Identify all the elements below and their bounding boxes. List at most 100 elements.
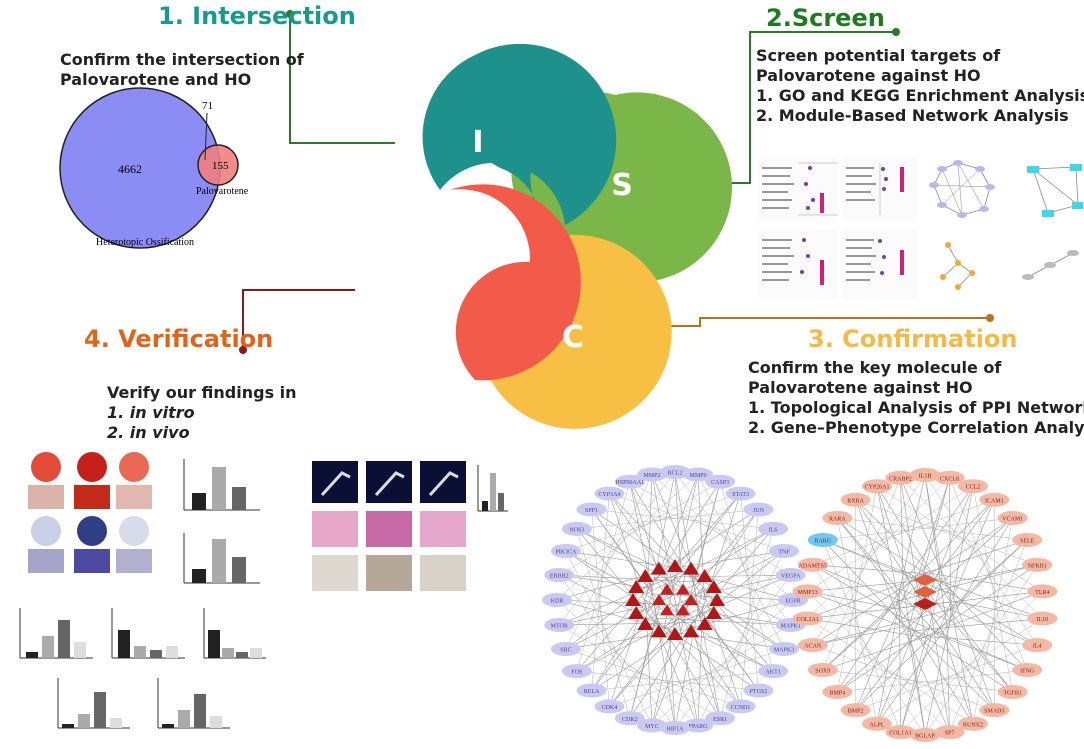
screen-line-1: Screen potential targets of bbox=[756, 46, 1001, 65]
ppi-node-label: ADAMTS5 bbox=[799, 563, 827, 569]
ppi-node-label: IL1B bbox=[919, 474, 932, 480]
ppi-edge bbox=[565, 474, 653, 650]
ppi-node-label: COL1A1 bbox=[889, 731, 911, 737]
ppi-edge bbox=[855, 499, 1038, 566]
ppi-edge bbox=[651, 599, 794, 726]
ppi-edge bbox=[896, 614, 1028, 671]
ppi-edge bbox=[658, 474, 699, 574]
ppi-edge bbox=[907, 539, 1028, 579]
ppi-node bbox=[862, 716, 893, 731]
petal-v bbox=[450, 184, 581, 381]
ppi-edge bbox=[949, 477, 951, 622]
ppi-node bbox=[807, 533, 838, 547]
qpcr-chart-1 bbox=[19, 608, 93, 659]
ppi-edge bbox=[565, 648, 741, 707]
ppi-edge bbox=[576, 528, 631, 719]
ppi-node-label: MAPK1 bbox=[781, 623, 801, 629]
ppi-edge bbox=[691, 626, 721, 719]
ppi-edge bbox=[837, 517, 898, 596]
ppi-edge bbox=[855, 614, 954, 711]
ppi-node-label: CCND1 bbox=[731, 705, 751, 711]
ppi-edge bbox=[899, 588, 901, 733]
ppi-core-node bbox=[650, 624, 667, 638]
ppi-node bbox=[979, 492, 1010, 507]
ppi-node bbox=[683, 718, 714, 733]
ppi-node-label: AKT1 bbox=[765, 670, 780, 676]
ppi-node-label: HSP90AA1 bbox=[615, 480, 644, 486]
ppi-node-label: CDK2 bbox=[622, 717, 638, 723]
ppi-edge bbox=[930, 517, 1013, 574]
ppi-edge bbox=[936, 575, 1028, 671]
module-network-d bbox=[1022, 250, 1079, 280]
ppi-node-label: MYC bbox=[645, 724, 659, 730]
ppi-edge bbox=[556, 599, 699, 726]
ppi-edge bbox=[703, 509, 759, 594]
ppi-edge bbox=[907, 477, 950, 632]
alp-staining-row bbox=[28, 516, 152, 573]
ppi-node-label: CYP26A1 bbox=[864, 485, 889, 491]
screen-line-4: 2. Module-Based Network Analysis bbox=[756, 106, 1069, 125]
ppi-node-label: SMAD3 bbox=[984, 709, 1004, 715]
ppi-edge bbox=[629, 481, 705, 601]
ppi-edge bbox=[952, 517, 1013, 616]
ppi-node bbox=[822, 511, 853, 526]
ppi-node-label: RARA bbox=[829, 517, 846, 523]
screen-line-3: 1. GO and KEGG Enrichment Analysis bbox=[756, 86, 1084, 105]
ppi-edge bbox=[645, 599, 721, 719]
ppi-core-node bbox=[683, 624, 700, 638]
ppi-edge bbox=[740, 493, 759, 691]
ppi-edge bbox=[697, 612, 703, 726]
ppi-node bbox=[1022, 557, 1053, 572]
ppi-edge bbox=[924, 601, 955, 736]
screen-figure-panels bbox=[758, 157, 1083, 298]
ppi-edge bbox=[559, 574, 676, 633]
ppi-node-label: CASP3 bbox=[711, 480, 729, 486]
go-enrichment-panel-2 bbox=[843, 157, 918, 222]
ppi-core-node bbox=[913, 598, 937, 610]
ppi-node bbox=[561, 664, 592, 679]
ppi-edge bbox=[576, 528, 659, 627]
confirmation-line-4: 2. Gene–Phenotype Correlation Analysis bbox=[748, 418, 1084, 437]
ppi-node-label: BGLAP bbox=[915, 734, 935, 740]
connector-intersection bbox=[289, 14, 395, 144]
ppi-node bbox=[797, 557, 828, 572]
ppi-node bbox=[683, 467, 714, 482]
ppi-edges bbox=[556, 471, 794, 729]
ppi-edge bbox=[650, 617, 791, 626]
ppi-node bbox=[997, 684, 1028, 699]
ppi-edge bbox=[924, 474, 948, 627]
ppi-edge bbox=[807, 591, 950, 733]
ppi-node bbox=[885, 725, 916, 740]
ppi-node bbox=[758, 664, 789, 679]
ppi-edge bbox=[629, 606, 705, 719]
ppi-edge bbox=[591, 509, 648, 588]
ppi-edge bbox=[855, 499, 943, 632]
ppi-node bbox=[1012, 533, 1043, 547]
ppi-node bbox=[910, 468, 940, 482]
ppi-edge bbox=[645, 528, 774, 595]
ppi-node-label: KDR bbox=[551, 599, 564, 605]
ppi-edge bbox=[972, 517, 1013, 724]
petal-s-letter: S bbox=[611, 168, 633, 203]
ppi-node-label: CXCL8 bbox=[940, 476, 959, 482]
ppi-edge bbox=[924, 564, 1038, 736]
ppi-edge bbox=[576, 605, 705, 672]
ppi-core-node bbox=[705, 606, 722, 620]
ppi-edge bbox=[653, 577, 785, 650]
verification-description: Verify our findings in 1. in vitro 2. in… bbox=[107, 383, 297, 443]
ppi-node-label: TLR4 bbox=[1035, 590, 1049, 596]
ppi-edge bbox=[876, 486, 904, 627]
venn-right-label: Palovarotene bbox=[196, 186, 249, 197]
ppi-edge bbox=[576, 622, 655, 672]
ppi-edge bbox=[900, 477, 948, 584]
ppi-core-triangles bbox=[625, 559, 725, 640]
ppi-edge bbox=[822, 631, 943, 671]
confirmation-line-1: Confirm the key molecule of bbox=[748, 358, 1002, 377]
petal-c-letter: C bbox=[562, 320, 584, 355]
ppi-edge bbox=[565, 550, 653, 726]
ppi-node bbox=[725, 699, 756, 714]
ppi-edge bbox=[668, 631, 676, 729]
ppi-node-label: PIK3CA bbox=[555, 550, 577, 556]
